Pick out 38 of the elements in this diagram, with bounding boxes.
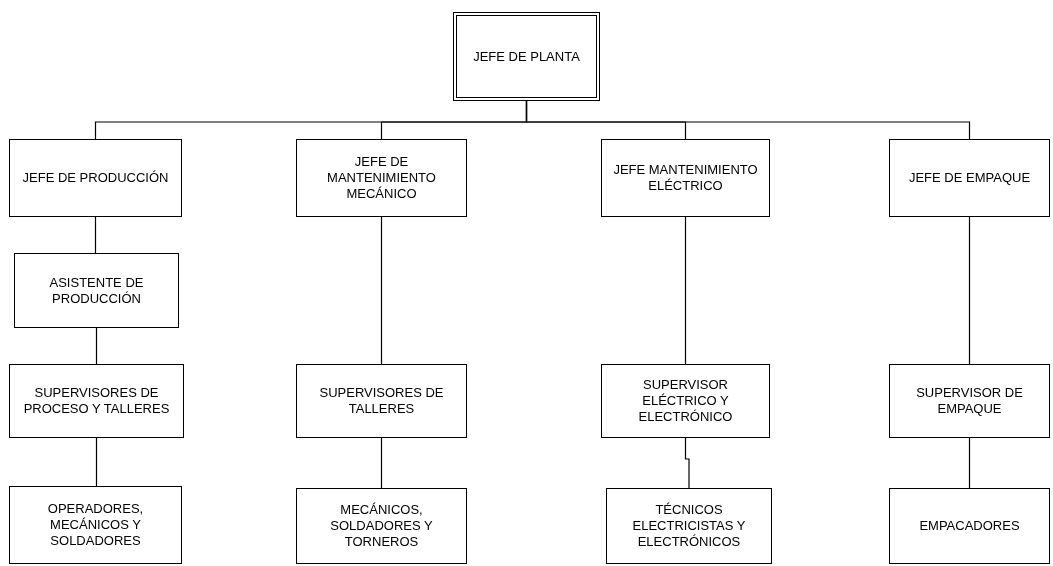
position-title: JEFE DE PLANTA: [472, 48, 581, 65]
connector-line: [968, 437, 971, 489]
connector-line: [95, 327, 98, 365]
position-title: SUPERVISOR ELÉCTRICO Y ELECTRÓNICO: [637, 377, 734, 425]
position-title: JEFE DE PRODUCCIÓN: [21, 170, 170, 186]
position-box: [9, 364, 184, 438]
connector-line: [684, 216, 687, 365]
position-box: [9, 139, 182, 217]
connector-line: [94, 216, 97, 254]
position-title: EMPACADORES: [918, 518, 1021, 534]
position-title: OPERADORES, MECÁNICOS Y SOLDADORES: [46, 501, 145, 549]
position-box: [14, 253, 179, 328]
connector-line: [380, 216, 383, 365]
position-title: JEFE MANTENIMIENTO ELÉCTRICO: [612, 162, 759, 194]
position-box: [296, 488, 467, 564]
position-box: [601, 364, 770, 438]
position-box: [9, 486, 182, 564]
connector-line: [525, 100, 971, 140]
position-box: [889, 364, 1050, 438]
position-box: [296, 139, 467, 217]
position-box: [296, 364, 467, 438]
position-title: SUPERVISORES DE PROCESO Y TALLERES: [22, 385, 171, 417]
position-title: TÉCNICOS ELECTRICISTAS Y ELECTRÓNICOS: [631, 502, 747, 550]
position-title: MECÁNICOS, SOLDADORES Y TORNEROS: [329, 502, 434, 550]
connector-line: [95, 437, 98, 487]
connector-line: [380, 437, 383, 489]
position-title: SUPERVISOR DE EMPAQUE: [915, 385, 1024, 417]
position-title: JEFE DE MANTENIMIENTO MECÁNICO: [326, 154, 437, 202]
connector-line: [684, 437, 690, 489]
position-box: [606, 488, 772, 564]
position-title: ASISTENTE DE PRODUCCIÓN: [48, 274, 145, 307]
position-title: JEFE DE EMPAQUE: [907, 170, 1032, 186]
connector-line: [968, 216, 971, 365]
position-box: [889, 139, 1050, 217]
position-box: [889, 488, 1050, 564]
position-title: SUPERVISORES DE TALLERES: [318, 385, 445, 417]
position-box: [601, 139, 770, 217]
head-position-box: [453, 12, 600, 101]
